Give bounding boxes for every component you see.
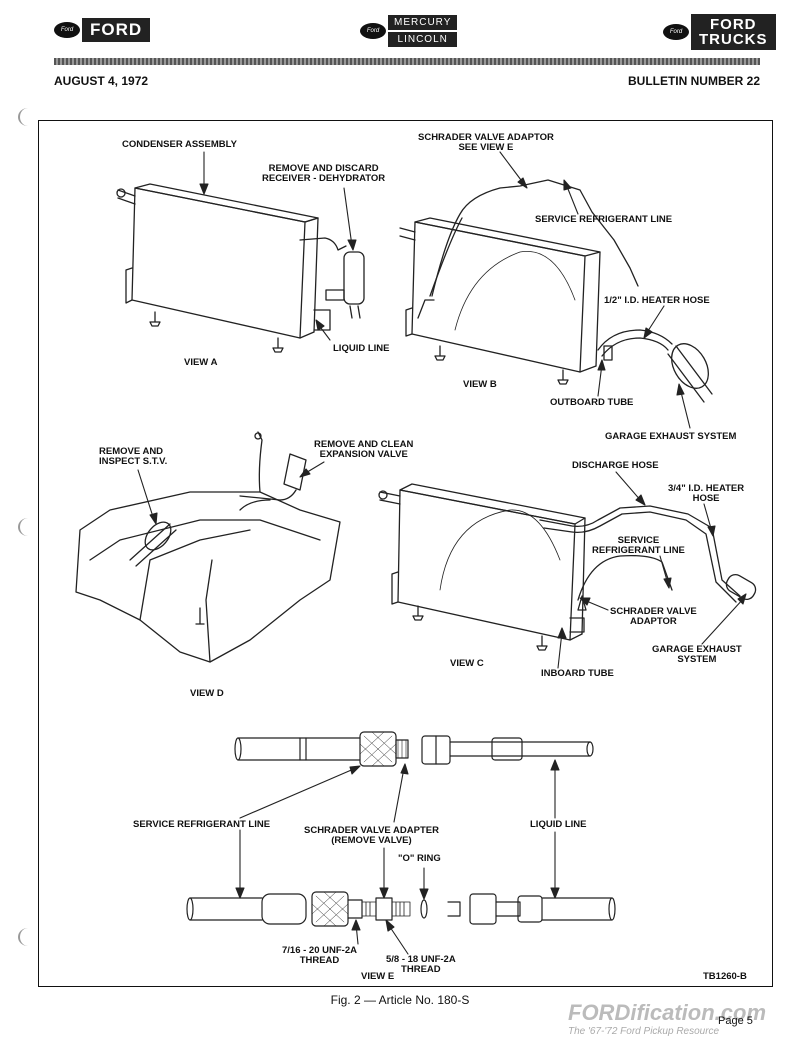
label-service-line-e: SERVICE REFRIGERANT LINE <box>133 819 271 830</box>
label-view-b: VIEW B <box>463 379 497 390</box>
label-inboard-tube: INBOARD TUBE <box>541 668 614 679</box>
label-condenser-assembly: CONDENSER ASSEMBLY <box>122 139 237 150</box>
label-thread-5-8: 5/8 - 18 UNF-2A THREAD <box>386 955 456 975</box>
label-view-d: VIEW D <box>190 688 224 699</box>
label-remove-stv-line1: REMOVE AND <box>99 446 164 457</box>
figure-frame <box>38 120 773 987</box>
ford-oval-icon: Ford <box>663 24 689 40</box>
ford-trucks-logo: Ford FORD TRUCKS <box>663 14 776 50</box>
view-d-evaporator-drawing <box>75 431 341 663</box>
label-garage-exhaust-c: GARAGE EXHAUST SYSTEM <box>652 645 742 665</box>
lincoln-wordmark: LINCOLN <box>388 32 458 47</box>
label-schrader-adaptor-line2: SEE VIEW E <box>458 142 514 153</box>
label-heater-hose-c-line2: HOSE <box>692 493 720 504</box>
header-rule <box>54 58 760 65</box>
punch-hole <box>18 928 38 946</box>
label-remove-stv-line2: INSPECT S.T.V. <box>99 456 168 467</box>
label-service-line-c-line2: REFRIGERANT LINE <box>592 545 685 556</box>
label-schrader-adaptor: SCHRADER VALVE ADAPTOR SEE VIEW E <box>418 133 554 153</box>
callout-arrows <box>137 151 747 955</box>
trucks-line-1: FORD <box>710 16 757 33</box>
view-e-top-assembly <box>234 731 594 767</box>
label-tb-number: TB1260-B <box>703 971 747 982</box>
view-a-condenser-drawing <box>116 183 365 353</box>
label-heater-hose-c: 3/4" I.D. HEATER HOSE <box>668 484 744 504</box>
label-schrader-adapter-e: SCHRADER VALVE ADAPTER (REMOVE VALVE) <box>304 826 439 846</box>
label-garage-exhaust-b: GARAGE EXHAUST SYSTEM <box>605 431 737 442</box>
figure-caption: Fig. 2 — Article No. 180-S <box>330 993 470 1007</box>
label-thread-5-8-line1: 5/8 - 18 UNF-2A <box>386 954 456 965</box>
ford-oval-icon: Ford <box>360 23 386 39</box>
label-remove-receiver-line1: REMOVE AND DISCARD <box>268 163 379 174</box>
label-liquid-line-a: LIQUID LINE <box>333 343 390 354</box>
ford-oval-icon: Ford <box>54 22 80 38</box>
label-service-line-b: SERVICE REFRIGERANT LINE <box>535 214 673 225</box>
label-garage-exhaust-c-line2: SYSTEM <box>677 654 717 665</box>
label-remove-receiver-line2: RECEIVER - DEHYDRATOR <box>262 173 386 184</box>
label-schrader-adapter-e-line1: SCHRADER VALVE ADAPTER <box>304 825 439 836</box>
label-service-line-c-line1: SERVICE <box>617 535 660 546</box>
label-liquid-line-e: LIQUID LINE <box>530 819 587 830</box>
label-o-ring: "O" RING <box>398 853 441 864</box>
bulletin-number: BULLETIN NUMBER 22 <box>627 74 760 88</box>
bulletin-date: AUGUST 4, 1972 <box>54 74 149 88</box>
label-remove-receiver: REMOVE AND DISCARD RECEIVER - DEHYDRATOR <box>262 164 385 184</box>
view-e-exploded-assembly <box>186 891 616 927</box>
label-thread-7-16-line1: 7/16 - 20 UNF-2A <box>282 945 357 956</box>
label-schrader-c-line1: SCHRADER VALVE <box>610 606 697 617</box>
trucks-line-2: TRUCKS <box>699 31 768 48</box>
label-thread-7-16-line2: THREAD <box>299 955 340 966</box>
punch-hole <box>18 518 38 536</box>
label-thread-7-16: 7/16 - 20 UNF-2A THREAD <box>282 946 357 966</box>
label-view-c: VIEW C <box>450 658 484 669</box>
ford-trucks-wordmark: FORD TRUCKS <box>691 14 776 50</box>
label-view-a: VIEW A <box>184 357 218 368</box>
watermark-tagline: The '67-'72 Ford Pickup Resource <box>568 1026 720 1037</box>
view-c-condenser-drawing <box>378 483 757 651</box>
label-outboard-tube: OUTBOARD TUBE <box>550 397 634 408</box>
label-schrader-adaptor-line1: SCHRADER VALVE ADAPTOR <box>418 132 554 143</box>
label-schrader-adapter-e-line2: (REMOVE VALVE) <box>331 835 412 846</box>
label-garage-exhaust-c-line1: GARAGE EXHAUST <box>652 644 742 655</box>
label-heater-hose-b: 1/2" I.D. HEATER HOSE <box>604 295 710 306</box>
label-discharge-hose: DISCHARGE HOSE <box>572 460 659 471</box>
view-b-condenser-drawing <box>399 179 713 403</box>
label-schrader-c: SCHRADER VALVE ADAPTOR <box>610 607 697 627</box>
label-schrader-c-line2: ADAPTOR <box>629 616 677 627</box>
mercury-wordmark: MERCURY <box>388 15 458 30</box>
ford-logo: Ford FORD <box>54 18 151 42</box>
page-number: Page 5 <box>718 1015 753 1027</box>
label-clean-valve-line2: EXPANSION VALVE <box>319 449 408 460</box>
label-service-line-c: SERVICE REFRIGERANT LINE <box>592 536 685 556</box>
label-view-e: VIEW E <box>361 971 395 982</box>
label-clean-valve-line1: REMOVE AND CLEAN <box>314 439 414 450</box>
mercury-lincoln-logo: Ford MERCURY LINCOLN <box>360 14 458 48</box>
label-heater-hose-c-line1: 3/4" I.D. HEATER <box>668 483 745 494</box>
label-thread-5-8-line2: THREAD <box>401 964 441 975</box>
label-clean-expansion-valve: REMOVE AND CLEAN EXPANSION VALVE <box>314 440 413 460</box>
punch-hole <box>18 108 38 126</box>
watermark-logo: FORDification.com <box>568 1000 767 1025</box>
ford-wordmark: FORD <box>82 18 151 42</box>
label-remove-stv: REMOVE AND INSPECT S.T.V. <box>99 447 167 467</box>
